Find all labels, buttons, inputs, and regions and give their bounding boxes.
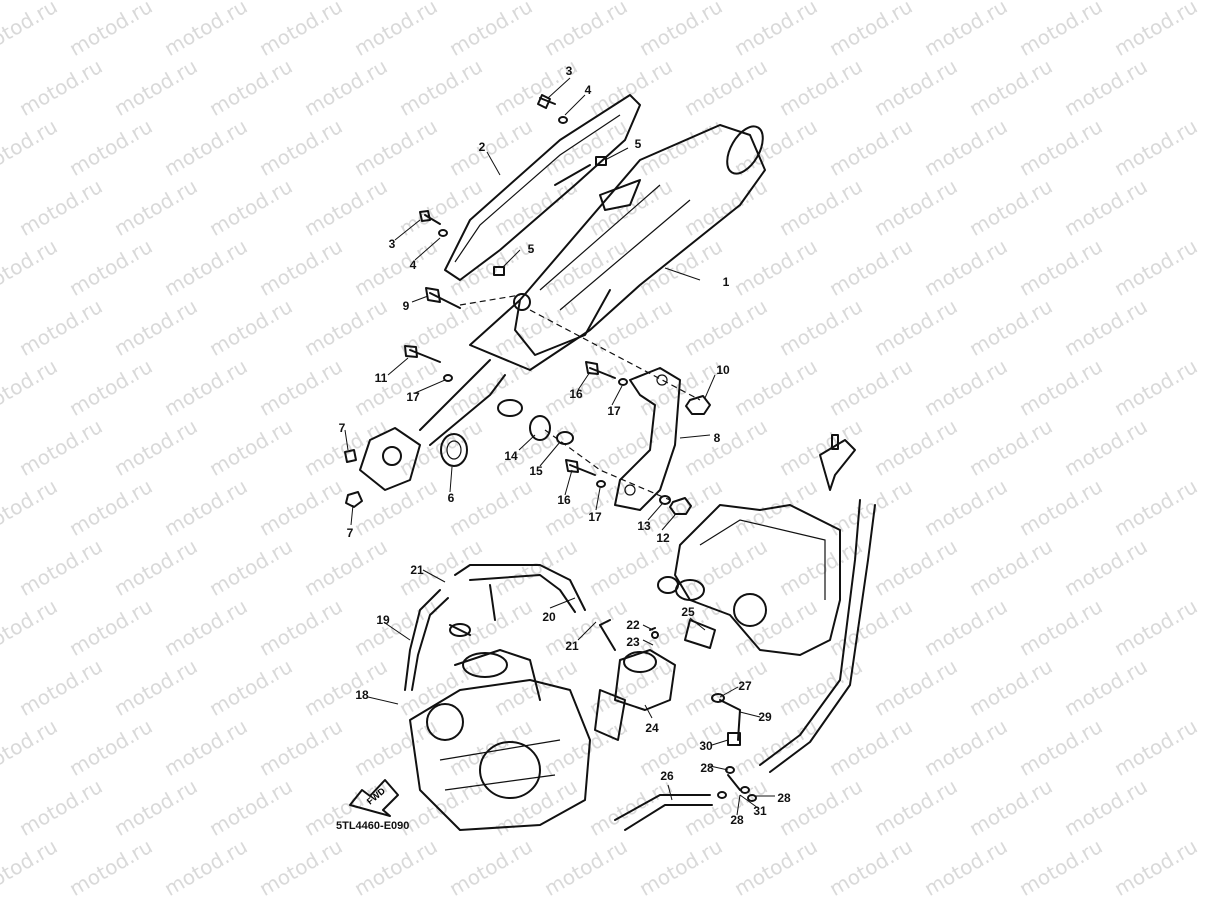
hoses [404, 499, 876, 831]
callout-19: 19 [376, 613, 390, 627]
callout-1: 1 [722, 275, 730, 289]
callout-7: 7 [346, 526, 354, 540]
heat-shield-part-2 [444, 94, 641, 281]
leader-lines [344, 77, 775, 816]
callout-26: 26 [660, 769, 674, 783]
callout-6: 6 [447, 491, 455, 505]
diagram-code: 5TL4460-E090 [336, 820, 410, 832]
air-box [657, 504, 841, 656]
callout-25: 25 [681, 605, 695, 619]
callout-30: 30 [699, 739, 713, 753]
callout-8: 8 [713, 431, 721, 445]
engine-cylinder [409, 584, 591, 831]
callout-15: 15 [529, 464, 543, 478]
assembly-lines-upper [459, 294, 701, 501]
callout-4: 4 [409, 258, 417, 272]
callout-4: 4 [584, 83, 592, 97]
fwd-arrow-icon: FWD [349, 779, 399, 817]
callout-17: 17 [607, 404, 621, 418]
fwd-label: FWD [365, 785, 388, 806]
callout-21: 21 [410, 563, 424, 577]
callout-20: 20 [542, 610, 556, 624]
callout-2: 2 [478, 140, 486, 154]
callout-11: 11 [374, 371, 388, 385]
callout-23: 23 [626, 635, 640, 649]
callout-28: 28 [777, 791, 791, 805]
callout-9: 9 [402, 299, 410, 313]
callout-28: 28 [700, 761, 714, 775]
fasteners [344, 94, 711, 515]
callout-10: 10 [716, 363, 730, 377]
callout-16: 16 [569, 387, 583, 401]
callout-12: 12 [656, 531, 670, 545]
callout-16: 16 [557, 493, 571, 507]
callout-5: 5 [527, 242, 535, 256]
callout-31: 31 [753, 804, 767, 818]
callout-17: 17 [588, 510, 602, 524]
callout-17: 17 [406, 390, 420, 404]
clips-and-joints [711, 693, 757, 802]
callout-24: 24 [645, 721, 659, 735]
reed-valve-part-24 [594, 619, 716, 741]
callout-7: 7 [338, 421, 346, 435]
callout-14: 14 [504, 449, 518, 463]
callout-5: 5 [634, 137, 642, 151]
muffler-part-1 [419, 124, 766, 446]
callout-28: 28 [730, 813, 744, 827]
callout-18: 18 [355, 688, 369, 702]
callout-27: 27 [738, 679, 752, 693]
callout-3: 3 [565, 64, 573, 78]
callout-21: 21 [565, 639, 579, 653]
bracket-part-8 [614, 367, 681, 511]
callout-22: 22 [626, 618, 640, 632]
callout-13: 13 [637, 519, 651, 533]
callout-29: 29 [758, 710, 772, 724]
callout-3: 3 [388, 237, 396, 251]
fitting-upper-right [819, 434, 856, 491]
